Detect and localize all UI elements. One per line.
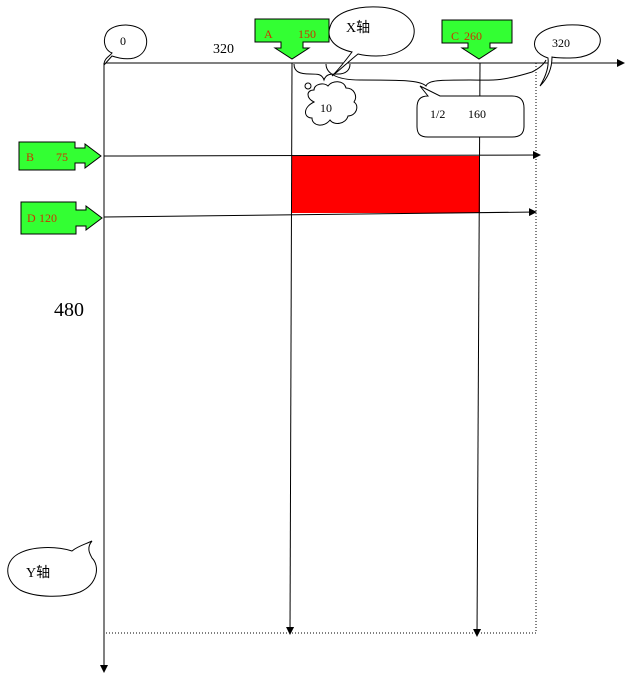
- marker-a-letter: A: [264, 27, 273, 41]
- marker-d: D 120: [20, 201, 103, 235]
- y-axis-label: Y轴: [26, 565, 50, 581]
- marker-c: C 260: [441, 19, 513, 60]
- x-axis-label: X轴: [346, 20, 370, 36]
- marker-d-letter: D: [27, 211, 36, 225]
- marker-b-letter: B: [26, 150, 34, 164]
- half-value-label: 160: [468, 107, 486, 121]
- origin-callout: 0: [103, 24, 148, 67]
- half-brace: [325, 59, 547, 87]
- marker-b-value: 75: [56, 150, 68, 164]
- y-axis-callout: Y轴: [7, 540, 97, 597]
- marker-c-value: 260: [464, 29, 482, 43]
- offset-brace: [293, 63, 351, 82]
- guide-line-c: [473, 62, 482, 637]
- offset-cloud: 10: [304, 81, 358, 126]
- guide-line-a: [286, 62, 295, 635]
- marker-a-value: 150: [298, 27, 316, 41]
- width-callout-label: 320: [552, 36, 570, 50]
- marker-c-letter: C: [451, 29, 459, 43]
- marker-b: B 75: [18, 141, 102, 171]
- x-axis-callout: X轴: [328, 6, 415, 77]
- marker-d-value: 120: [39, 211, 57, 225]
- width-callout: 320: [534, 24, 601, 87]
- guide-line-b: [103, 151, 541, 160]
- marker-a: A 150: [254, 18, 330, 60]
- width-label-top: 320: [213, 42, 234, 57]
- guide-line-d: [103, 208, 537, 218]
- half-callout: 1/2 160: [416, 85, 525, 138]
- half-fraction-label: 1/2: [430, 107, 445, 121]
- height-label: 480: [54, 299, 84, 321]
- red-rectangle: [292, 156, 480, 213]
- screen-boundary: [103, 62, 537, 634]
- origin-label: 0: [120, 34, 126, 48]
- offset-label: 10: [320, 101, 332, 115]
